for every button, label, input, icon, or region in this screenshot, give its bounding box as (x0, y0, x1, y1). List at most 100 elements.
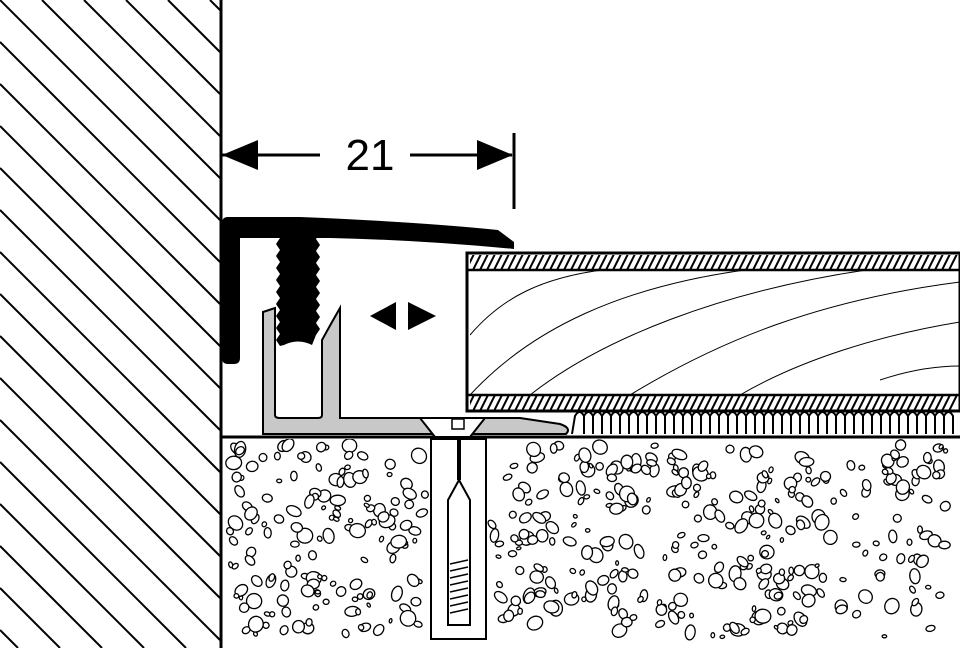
layer-hatch (591, 255, 601, 269)
gravel-stone (228, 536, 239, 546)
gravel-stone (640, 464, 652, 476)
gravel-stone (334, 505, 342, 511)
layer-hatch (724, 396, 734, 410)
gravel-stone (515, 565, 525, 576)
gravel-stone (925, 624, 936, 633)
gravel-stone (729, 621, 740, 635)
gravel-stone (314, 589, 321, 595)
gravel-stone (386, 471, 393, 478)
layer-hatch (612, 255, 622, 269)
layer-hatch (864, 396, 874, 410)
gravel-stone (357, 624, 365, 631)
layer-hatch (794, 396, 804, 410)
gravel-stone (571, 521, 577, 528)
layer-hatch (885, 255, 895, 269)
layer-hatch (773, 396, 783, 410)
wall-plug-anchor (430, 437, 487, 640)
gravel-stone (884, 597, 900, 615)
gravel-stone (231, 562, 239, 570)
gravel-stone (487, 519, 497, 530)
layer-hatch (906, 396, 916, 410)
gravel-stone (823, 529, 838, 546)
gravel-stone (420, 490, 429, 499)
gravel-stone (610, 606, 619, 617)
gravel-stone (507, 550, 518, 558)
gravel-stone (906, 538, 913, 546)
gravel-stone (247, 615, 264, 633)
gravel-stone (235, 445, 245, 456)
gravel-stone (875, 571, 885, 582)
gravel-stone (415, 508, 429, 518)
dowel-rib (449, 559, 469, 565)
hatch-line (0, 41, 221, 263)
gravel-stone (245, 592, 263, 610)
hatch-line (0, 419, 221, 641)
layer-hatch (570, 255, 580, 269)
gravel-stone (250, 574, 263, 588)
layer-hatch (493, 396, 503, 410)
gravel-stone (234, 484, 246, 498)
layer-hatch (815, 396, 825, 410)
gravel-stone (536, 489, 550, 500)
layer-hatch (661, 396, 671, 410)
gravel-stone (671, 468, 679, 476)
gravel-stone (621, 567, 629, 573)
layer-hatch (871, 396, 881, 410)
layer-hatch (598, 396, 608, 410)
layer-hatch (948, 396, 958, 410)
gravel-stone (581, 545, 594, 560)
gravel-stone (559, 481, 574, 498)
gravel-stone (711, 498, 719, 506)
dowel-rib (449, 587, 469, 593)
gravel-stone (705, 473, 712, 480)
gravel-stone (494, 540, 505, 548)
concrete-screed (225, 439, 951, 641)
gravel-stone (526, 441, 542, 458)
hatch-line (0, 167, 221, 389)
gravel-stone (733, 577, 747, 591)
gravel-stone (666, 457, 676, 466)
gravel-stone (908, 585, 917, 594)
gravel-stone (341, 628, 350, 639)
gravel-stone (890, 449, 900, 460)
hatch-line (0, 587, 61, 648)
layer-hatch (500, 255, 510, 269)
dowel-rib (449, 594, 469, 600)
layer-hatch (927, 396, 937, 410)
gravel-stone (322, 527, 335, 544)
layer-hatch (647, 255, 657, 269)
layer-hatch (584, 396, 594, 410)
gravel-stone (786, 624, 798, 636)
gravel-stone (281, 439, 295, 453)
layer-hatch (892, 255, 902, 269)
gravel-stone (773, 624, 779, 630)
gravel-stone (630, 463, 643, 474)
gravel-stone (390, 534, 408, 549)
gravel-stone (290, 470, 298, 482)
gravel-stone (305, 618, 313, 627)
gravel-stone (851, 609, 862, 619)
gravel-stone (495, 554, 502, 559)
gravel-stone (626, 492, 638, 506)
dowel-rib (449, 573, 469, 579)
hatch-line (0, 251, 221, 473)
layer-hatch (780, 255, 790, 269)
gravel-stone (662, 554, 668, 562)
layer-hatch (836, 396, 846, 410)
layer-hatch (528, 396, 538, 410)
layer-hatch (675, 396, 685, 410)
gravel-stone (360, 556, 369, 564)
gravel-stone (543, 600, 560, 614)
gravel-stone (597, 574, 610, 586)
gravel-stone (693, 491, 700, 499)
layer-hatch (507, 396, 517, 410)
gravel-stone (363, 494, 372, 503)
gravel-stone (793, 564, 806, 577)
gravel-stone (779, 537, 785, 543)
layer-hatch (822, 396, 832, 410)
gravel-stone (680, 476, 692, 490)
gravel-stone (656, 599, 663, 606)
dimension-label: 21 (346, 131, 395, 180)
layer-hatch (654, 255, 664, 269)
